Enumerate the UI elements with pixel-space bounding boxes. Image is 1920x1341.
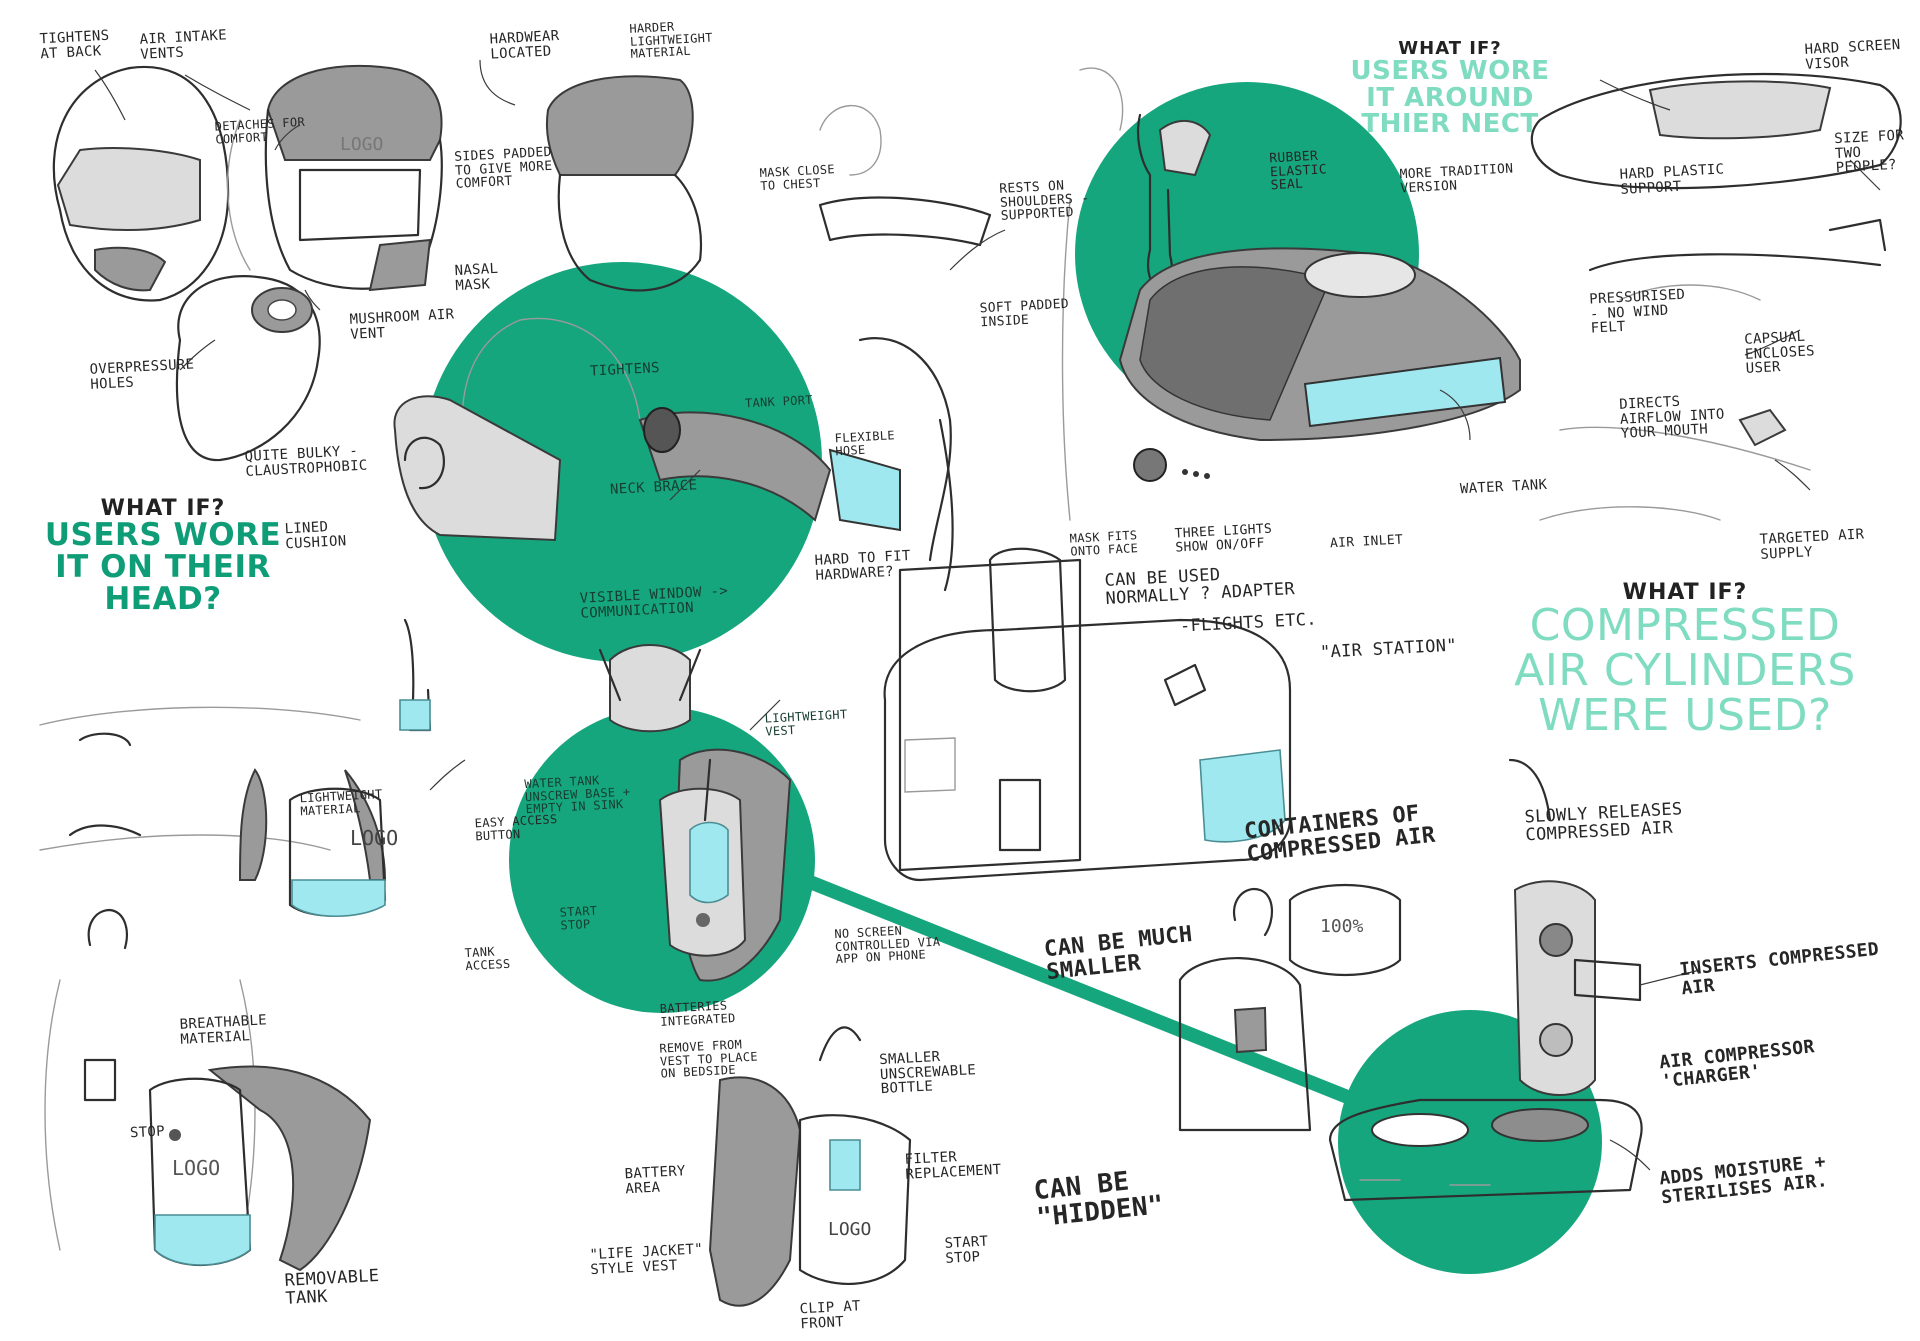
what-if-cylinders-line-3: WERE USED? xyxy=(1538,690,1832,742)
connector-line xyxy=(773,863,1407,1125)
leader-lines xyxy=(94,59,1881,1171)
container-percent-text: 100% xyxy=(1320,916,1364,937)
backpack-device-sketch: LOGO xyxy=(238,618,432,917)
air-compressor-sketch xyxy=(1328,1098,1643,1202)
what-if-head-line-3: HEAD? xyxy=(104,580,222,617)
note-water-tank-unscrew: WATER TANK UNSCREW BASE + EMPTY IN SINK xyxy=(524,773,631,817)
note-breathable-material: BREATHABLE MATERIAL xyxy=(179,1012,268,1048)
vest-logo-text: LOGO xyxy=(172,1156,220,1180)
note-rests-on-shoulders: RESTS ON SHOULDERS - SUPPORTED xyxy=(998,178,1090,225)
neck-air-device-sketch xyxy=(1061,67,1521,521)
note-start-stop-vest: START STOP xyxy=(559,903,598,933)
note-detaches-for-comfort: DETACHES FOR COMFORT xyxy=(214,114,306,147)
lying-figures-sketch xyxy=(39,706,361,851)
note-tightens-at-back: TIGHTENS AT BACK xyxy=(39,27,110,63)
helmet-logo-sketch: LOGO xyxy=(227,64,443,292)
what-if-cylinders-line-1: COMPRESSED xyxy=(1529,600,1841,652)
hood-helmet-sketch xyxy=(545,75,992,292)
note-hard-plastic-support: HARD PLASTIC SUPPORT xyxy=(1619,161,1725,198)
note-lined-cushion: LINED CUSHION xyxy=(284,519,347,553)
bottom-center-vest-sketch: LOGO xyxy=(708,1026,912,1307)
helmet-logo-text: LOGO xyxy=(340,134,383,155)
what-if-neck-line-3: THIER NECT xyxy=(1361,109,1539,140)
note-size-for-two: SIZE FOR TWO PEOPLE? xyxy=(1833,127,1905,177)
compressed-container-sketch: 100% xyxy=(1288,883,1402,977)
note-overpressure-holes: OVERPRESSURE HOLES xyxy=(89,356,195,393)
what-if-neck-question: WHAT IF? USERS WORE IT AROUND THIER NECT xyxy=(1340,38,1560,140)
note-filter-replacement: FILTER REPLACEMENT xyxy=(904,1149,1002,1183)
air-station-sketch xyxy=(883,547,1292,882)
mushroom-vent-helmet-sketch xyxy=(175,275,321,462)
note-smaller-bottle: SMALLER UNSCREWABLE BOTTLE xyxy=(878,1048,977,1098)
note-pressurised: PRESSURISED - NO WIND FELT xyxy=(1588,286,1686,337)
bottom-left-vest-sketch: LOGO xyxy=(44,908,372,1272)
note-lightweight-vest: LIGHTWEIGHT VEST xyxy=(764,707,848,739)
note-soft-padded-inside: SOFT PADDED INSIDE xyxy=(979,296,1070,330)
note-directs-airflow: DIRECTS AIRFLOW INTO YOUR MOUTH xyxy=(1618,393,1726,443)
note-stop: STOP xyxy=(129,1123,166,1142)
note-flexible-hose: FLEXIBLE HOSE xyxy=(834,428,896,458)
what-if-head-line-2: IT ON THEIR xyxy=(55,549,271,586)
note-easy-access-button: EASY ACCESS BUTTON xyxy=(474,812,558,843)
vest-device-sketch xyxy=(598,644,792,982)
what-if-cylinders-question: WHAT IF? COMPRESSED AIR CYLINDERS WERE U… xyxy=(1505,580,1865,742)
note-targeted-air-supply: TARGETED AIR SUPPLY xyxy=(1759,526,1865,563)
note-rubber-elastic-seal: RUBBER ELASTIC SEAL xyxy=(1268,148,1328,194)
highlight-circle-neck-brace xyxy=(422,262,822,662)
note-mushroom-air-vent: MUSHROOM AIR VENT xyxy=(349,306,455,343)
note-clip-at-front: CLIP AT FRONT xyxy=(799,1298,862,1333)
note-battery-area: BATTERY AREA xyxy=(624,1163,687,1198)
note-harder-material: HARDER LIGHTWEIGHT MATERIAL xyxy=(629,19,714,62)
note-no-screen: NO SCREEN CONTROLLED VIA APP ON PHONE xyxy=(834,923,941,967)
backpack-logo-text: LOGO xyxy=(350,826,398,850)
note-air-intake-vents: AIR INTAKE VENTS xyxy=(139,27,228,63)
note-tank-access: TANK ACCESS xyxy=(464,944,511,973)
capsule-sketch xyxy=(1530,72,1902,521)
helmet-full-face-sketch xyxy=(52,65,230,302)
wall-charger-sketch xyxy=(1508,758,1642,1096)
note-sides-padded: SIDES PADDED TO GIVE MORE COMFORT xyxy=(453,144,553,193)
note-mask-fits-onto-face: MASK FITS ONTO FACE xyxy=(1069,528,1139,559)
what-if-head-line-1: USERS WORE xyxy=(44,517,282,554)
what-if-neck-line-1: USERS WORE xyxy=(1350,56,1550,87)
neck-brace-sketch xyxy=(393,317,954,592)
note-mask-close-to-chest: MASK CLOSE TO CHEST xyxy=(759,162,836,193)
note-life-jacket-vest: "LIFE JACKET" STYLE VEST xyxy=(589,1241,704,1278)
what-if-head-prefix: WHAT IF? xyxy=(100,496,226,521)
note-three-lights: THREE LIGHTS SHOW ON/OFF xyxy=(1174,521,1273,556)
note-hardwear-located: HARDWEAR LOCATED xyxy=(489,27,560,63)
note-lightweight-material: LIGHTWEIGHT MATERIAL xyxy=(299,787,383,818)
what-if-neck-prefix: WHAT IF? xyxy=(1398,38,1502,59)
standing-figure-sketch xyxy=(1178,887,1312,1132)
note-start-stop: START STOP xyxy=(944,1233,989,1267)
note-remove-from-vest: REMOVE FROM VEST TO PLACE ON BEDSIDE xyxy=(659,1037,759,1081)
what-if-head-question: WHAT IF? USERS WORE IT ON THEIR HEAD? xyxy=(38,496,288,617)
what-if-cylinders-prefix: WHAT IF? xyxy=(1622,580,1748,605)
note-hard-screen-visor: HARD SCREEN VISOR xyxy=(1804,36,1901,73)
bottom-vest-logo-text: LOGO xyxy=(828,1219,871,1240)
note-capsual: CAPSUAL ENCLOSES USER xyxy=(1743,328,1816,378)
what-if-neck-line-2: IT AROUND xyxy=(1366,82,1534,113)
what-if-cylinders-line-2: AIR CYLINDERS xyxy=(1514,645,1856,697)
note-nasal-mask: NASAL MASK xyxy=(454,260,499,294)
note-removable-tank: REMOVABLE TANK xyxy=(284,1265,380,1309)
